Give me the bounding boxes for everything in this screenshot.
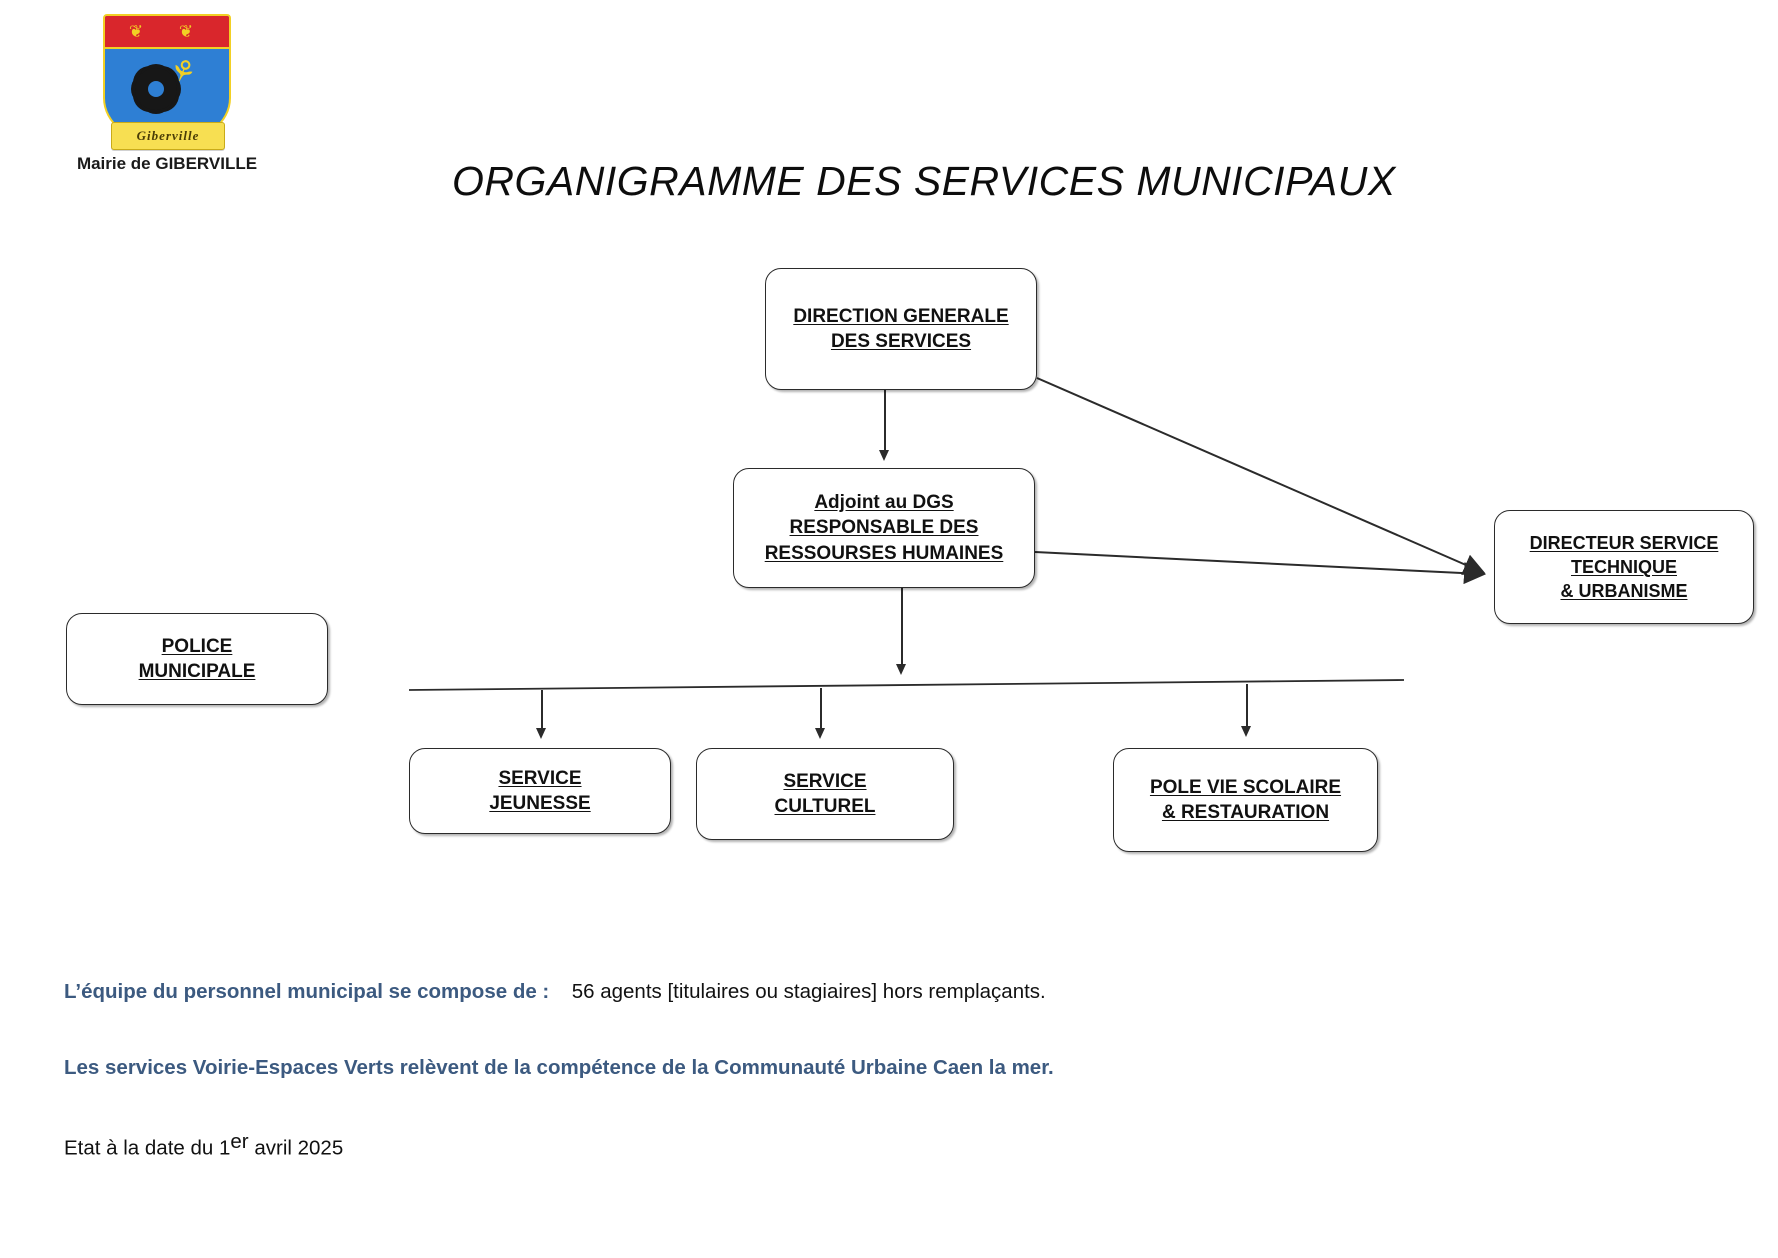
lion-icon-left: ❦ [128,22,144,42]
node-line-2: RESPONSABLE DES [789,517,979,539]
node-line-3: & URBANISME [1560,581,1688,602]
connector-bus-to-culturel [820,688,822,734]
node-line-3: RESSOURSES HUMAINES [764,542,1004,564]
footer-staff-line: L’équipe du personnel municipal se compo… [64,980,1046,1004]
footer-date-ordinal-suffix: er [230,1130,249,1153]
footer-date-prefix: Etat à la date du 1 [64,1136,231,1160]
footer-voirie-text: Les services Voirie-Espaces Verts relève… [64,1056,1054,1079]
shield-chief-band [105,16,229,49]
node-line-2: & RESTAURATION [1161,802,1330,823]
page-title: ORGANIGRAMME DES SERVICES MUNICIPAUX [452,158,1396,204]
node-directeur-service-technique-urbanisme[interactable]: DIRECTEUR SERVICE TECHNIQUE & URBANISME [1494,510,1754,624]
node-adjoint-au-dgs[interactable]: Adjoint au DGS RESPONSABLE DES RESSOURSE… [733,468,1035,588]
node-line-2: CULTUREL [774,796,876,817]
connector-dgs-to-technique [1036,377,1486,575]
connector-adjoint-to-technique [1034,551,1486,585]
node-direction-generale-des-services[interactable]: DIRECTION GENERALE DES SERVICES [765,268,1037,390]
coat-of-arms-icon: ❦ ❦ ⚘ Giberville [103,14,231,150]
footer-staff-label: L’équipe du personnel municipal se compo… [64,980,550,1003]
node-line-2: JEUNESSE [489,793,591,814]
node-line-2: MUNICIPALE [138,661,256,682]
node-pole-vie-scolaire-restauration[interactable]: POLE VIE SCOLAIRE & RESTAURATION [1113,748,1378,852]
node-line-1: Adjoint au DGS [814,491,954,513]
node-line-1: SERVICE [498,767,582,789]
connector-distribution-bus [408,679,1405,691]
lion-icon-right: ❦ [178,22,194,42]
shield-field: ❦ ❦ ⚘ [103,14,231,144]
connector-dgs-to-adjoint [884,390,886,452]
footer-voirie-line: Les services Voirie-Espaces Verts relève… [64,1056,1054,1080]
connector-bus-to-scolaire [1246,684,1248,732]
node-line-1: POLE VIE SCOLAIRE [1149,776,1342,798]
connector-adjoint-to-bus [901,588,903,670]
node-line-1: DIRECTION GENERALE [793,305,1009,327]
arrowhead-adjoint-to-bus [895,664,906,675]
arrowhead-dgs-to-adjoint [878,450,889,461]
arrowhead-bus-to-jeunesse [535,728,546,739]
logo-caption: Mairie de GIBERVILLE [76,154,258,173]
node-line-1: SERVICE [783,770,867,792]
connector-bus-to-jeunesse [541,690,543,734]
giberville-logo: ❦ ❦ ⚘ Giberville Mairie de GIBERVILLE [72,14,262,174]
node-line-1: POLICE [161,635,233,657]
node-service-jeunesse[interactable]: SERVICE JEUNESSE [409,748,671,834]
gear-icon [135,68,177,110]
footer-staff-value: 56 agents [titulaires ou stagiaires] hor… [571,980,1046,1003]
node-service-culturel[interactable]: SERVICE CULTUREL [696,748,954,840]
arrowhead-bus-to-scolaire [1240,726,1251,737]
node-line-2: DES SERVICES [830,331,972,352]
node-police-municipale[interactable]: POLICE MUNICIPALE [66,613,328,705]
banner-ribbon: Giberville [111,122,225,150]
arrowhead-bus-to-culturel [814,728,825,739]
node-line-2: TECHNIQUE [1570,556,1677,577]
node-line-1: DIRECTEUR SERVICE [1529,532,1719,553]
footer-date-suffix: avril 2025 [248,1136,344,1160]
footer-date-line: Etat à la date du 1er avril 2025 [64,1130,343,1160]
